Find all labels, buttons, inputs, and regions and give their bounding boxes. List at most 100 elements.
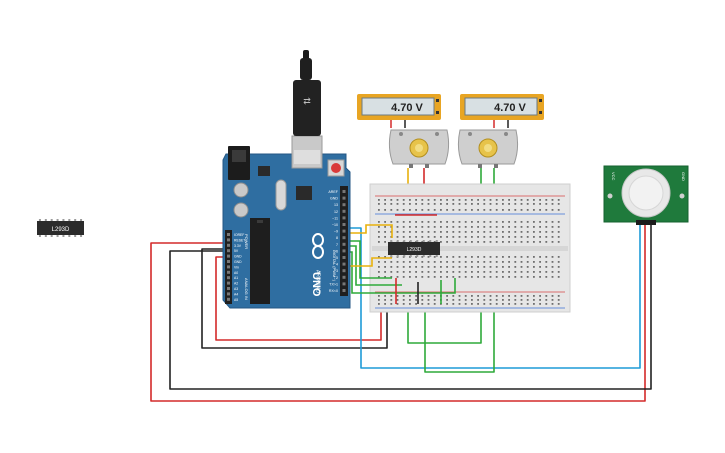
breadboard-hole	[483, 276, 486, 278]
wire-yellow-pin[interactable]	[346, 224, 393, 238]
breadboard-hole	[464, 256, 467, 258]
wire-black-outer[interactable]	[169, 225, 652, 390]
breadboard-hole	[446, 231, 448, 233]
digital-pin[interactable]	[342, 256, 346, 259]
analog-pin[interactable]	[227, 276, 230, 280]
breadboard-hole	[471, 295, 473, 297]
breadboard-hole	[514, 209, 517, 211]
breadboard-hole	[440, 231, 442, 233]
chip-pin	[409, 255, 412, 257]
breadboard-hole	[483, 203, 486, 205]
digital-pin[interactable]	[342, 223, 346, 226]
breadboard-hole	[427, 303, 430, 305]
dc-motor-1[interactable]	[388, 129, 450, 168]
digital-pin[interactable]	[342, 242, 346, 246]
breadboard-hole	[477, 266, 479, 268]
breadboard-hole	[471, 299, 473, 301]
breadboard-hole	[415, 299, 417, 301]
breadboard-hole	[557, 231, 560, 233]
breadboard-hole	[489, 236, 492, 238]
analog-pin[interactable]	[227, 260, 230, 263]
analog-pin[interactable]	[227, 281, 230, 285]
voltmeter-1[interactable]: 4.70 V	[357, 94, 441, 128]
voltmeter-2[interactable]: 4.70 V	[460, 94, 544, 128]
chip-pin	[80, 219, 83, 221]
analog-pin[interactable]	[227, 265, 230, 269]
digital-pin[interactable]	[342, 236, 346, 240]
breadboard-hole	[378, 231, 380, 233]
digital-pin[interactable]	[342, 229, 346, 233]
pir-lens	[628, 175, 664, 211]
chip-pin	[56, 235, 59, 237]
analog-pin[interactable]	[227, 243, 230, 247]
digital-pin[interactable]	[342, 249, 346, 253]
digital-pin[interactable]	[342, 216, 346, 220]
breadboard-hole	[427, 295, 430, 297]
breadboard-hole	[452, 236, 455, 238]
breadboard-hole	[458, 241, 461, 243]
digital-pin[interactable]	[342, 269, 346, 273]
breadboard-hole	[433, 303, 436, 305]
analog-pin[interactable]	[227, 233, 230, 236]
digital-pin-label: 12	[334, 210, 338, 214]
breadboard-hole	[526, 226, 529, 228]
breadboard-hole	[421, 221, 424, 223]
usb-cable[interactable]: ⇄	[293, 50, 321, 136]
usb-symbol-icon: ⇄	[303, 96, 311, 106]
breadboard-hole	[557, 299, 560, 301]
analog-pin[interactable]	[227, 270, 230, 274]
chip-pin	[422, 240, 425, 242]
breadboard-hole	[495, 209, 498, 211]
pir-sensor[interactable]: VCC GND	[603, 165, 689, 225]
breadboard-hole	[433, 231, 436, 233]
breadboard-hole	[489, 209, 492, 211]
analog-pin-label: A0	[234, 271, 238, 275]
breadboard-hole	[533, 221, 535, 223]
breadboard-hole	[452, 261, 455, 263]
breadboard-hole	[508, 226, 510, 228]
wire-black-inner[interactable]	[201, 248, 388, 349]
digital-header[interactable]	[340, 186, 348, 296]
breadboard-hole	[533, 199, 535, 201]
pir-header[interactable]	[636, 220, 656, 225]
digital-pin[interactable]	[342, 275, 346, 279]
wire-yellow-pin-2[interactable]	[346, 257, 392, 267]
wire-red-inner[interactable]	[215, 256, 382, 341]
breadboard-hole	[440, 236, 442, 238]
dc-motor-2[interactable]	[457, 129, 519, 168]
breadboard-hole	[446, 203, 448, 205]
breadboard-hole	[384, 276, 386, 278]
wire-green-pin-1[interactable]	[346, 240, 392, 279]
digital-pin[interactable]	[342, 190, 346, 193]
analog-pin[interactable]	[227, 249, 230, 253]
breadboard-hole	[520, 271, 523, 273]
breadboard-hole	[502, 209, 504, 211]
wire-blue-sensor[interactable]	[346, 225, 641, 369]
analog-pin-label: 5V	[234, 249, 239, 253]
digital-pin[interactable]	[342, 262, 346, 266]
analog-pin[interactable]	[227, 292, 230, 296]
analog-pin[interactable]	[227, 287, 230, 290]
analog-pin[interactable]	[227, 297, 230, 301]
breadboard-hole	[502, 271, 504, 273]
digital-pin[interactable]	[342, 289, 346, 292]
breadboard-hole	[464, 303, 467, 305]
digital-pin[interactable]	[342, 203, 346, 207]
analog-pin[interactable]	[227, 254, 230, 258]
loose-l293d-chip[interactable]: L293D	[37, 219, 84, 237]
breadboard-hole	[421, 209, 424, 211]
analog-pin[interactable]	[227, 238, 230, 242]
analog-pin-label: A5	[234, 298, 238, 302]
breadboard-hole	[440, 266, 442, 268]
breadboard-hole	[520, 299, 523, 301]
wire-red-outer[interactable]	[150, 225, 646, 402]
digital-pin[interactable]	[342, 196, 346, 200]
breadboard-hole	[378, 209, 380, 211]
breadboard-hole	[464, 221, 467, 223]
breadboard-hole	[557, 203, 560, 205]
breadboard-l293d-chip[interactable]: L293D	[388, 240, 440, 257]
digital-pin[interactable]	[342, 209, 346, 213]
breadboard-hole	[384, 221, 386, 223]
digital-pin[interactable]	[342, 282, 346, 286]
